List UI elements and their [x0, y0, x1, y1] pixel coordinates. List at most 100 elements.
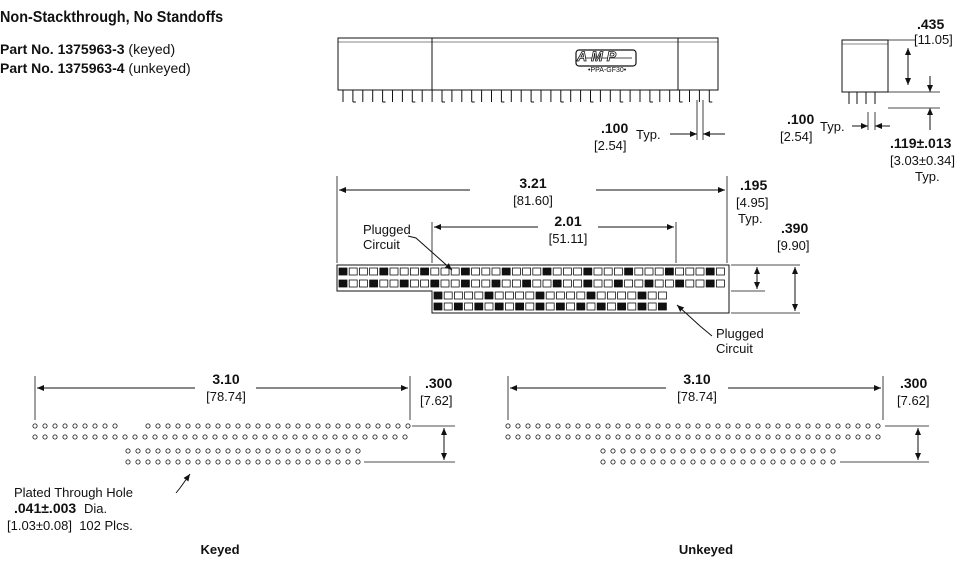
hole-count: 102 Plcs. [79, 518, 133, 533]
end-tail-tol: ±.013 [916, 135, 952, 151]
top-view-cell [685, 279, 695, 288]
pth-hole [635, 434, 641, 440]
pth-hole [815, 434, 821, 440]
top-view-cell [695, 279, 705, 288]
top-view-cell [535, 291, 545, 300]
pth-hole [735, 423, 741, 429]
end-pitch-mm: [2.54] [780, 129, 813, 144]
top-view-cell [593, 279, 603, 288]
pth-hole [760, 459, 766, 465]
pth-hole [165, 459, 171, 465]
pth-hole [820, 459, 826, 465]
hole-size: .041±.003 Dia. [14, 500, 107, 517]
top-row-mm: [4.95] [736, 195, 769, 210]
pth-hole [610, 448, 616, 454]
pth-hole [125, 459, 131, 465]
keyed-footprint [32, 376, 455, 494]
pth-hole [402, 434, 408, 440]
top-view-cell [501, 267, 511, 276]
pth-hole [32, 434, 38, 440]
top-view-cell [658, 302, 667, 311]
pth-hole [145, 423, 151, 429]
pth-hole [630, 459, 636, 465]
pth-hole [342, 434, 348, 440]
top-view-cell [348, 279, 358, 288]
pth-hole [235, 459, 241, 465]
pth-hole [750, 448, 756, 454]
pth-hole [255, 448, 261, 454]
pth-hole [665, 434, 671, 440]
pth-hole [192, 434, 198, 440]
top-view-cell [471, 267, 481, 276]
keyed-caption: Keyed [200, 542, 240, 557]
end-height-mm: [11.05] [914, 32, 953, 47]
top-view-cell [716, 279, 725, 288]
pth-hole [255, 423, 261, 429]
pth-hole [525, 434, 531, 440]
top-view-cell [494, 302, 504, 311]
top-view-cell [573, 267, 582, 276]
top-view-cell [637, 291, 647, 300]
pth-hole [355, 459, 361, 465]
pth-hole [615, 423, 621, 429]
pth-hole [830, 448, 836, 454]
pth-hole [275, 423, 281, 429]
pth-hole [52, 423, 58, 429]
pth-hole [202, 434, 208, 440]
pth-hole [215, 423, 221, 429]
pth-hole [595, 423, 601, 429]
hole-size-tol: ±.003 [41, 500, 77, 516]
hole-size-inch: .041 [14, 500, 42, 516]
top-view-cell [453, 291, 463, 300]
hole-size-mm: [1.03±0.08] [7, 518, 72, 533]
top-view-cell [515, 291, 524, 300]
pth-hole [315, 448, 321, 454]
top-view-cell [481, 279, 491, 288]
part-number-keyed: Part No. 1375963-3 (keyed) [0, 42, 175, 57]
pth-hole [135, 448, 141, 454]
pth-hole [545, 434, 551, 440]
top-row-typ: Typ. [738, 211, 763, 226]
pth-hole [265, 423, 271, 429]
top-view-cell [614, 267, 623, 276]
top-view-cell [675, 267, 684, 276]
end-tail-dim: .119±.013 [890, 136, 951, 151]
pth-hole [375, 423, 381, 429]
pth-hole [195, 423, 201, 429]
pth-hole [660, 448, 666, 454]
pth-hole [42, 423, 48, 429]
pth-hole [845, 434, 851, 440]
pth-hole [332, 434, 338, 440]
pth-hole [122, 434, 128, 440]
end-pitch-inch: .100 [787, 111, 815, 127]
top-view-cell [525, 291, 535, 300]
pth-hole [735, 434, 741, 440]
top-view-cell [484, 291, 494, 300]
pth-hole [185, 448, 191, 454]
pth-hole [745, 434, 751, 440]
pth-hole [205, 459, 211, 465]
pth-hole [555, 423, 561, 429]
top-view-cell [596, 302, 606, 311]
pth-hole [680, 459, 686, 465]
pth-hole [780, 459, 786, 465]
top-width-mm: [9.90] [777, 238, 810, 253]
pth-hole [245, 423, 251, 429]
top-view-cell [545, 302, 555, 311]
pth-hole [575, 423, 581, 429]
pth-hole [725, 434, 731, 440]
pth-hole [815, 423, 821, 429]
pth-hole [282, 434, 288, 440]
pth-hole [805, 423, 811, 429]
unkeyed-footprint [505, 376, 929, 465]
pth-hole [710, 459, 716, 465]
pth-hole [405, 423, 411, 429]
pth-hole [235, 423, 241, 429]
top-view-cell [552, 279, 562, 288]
page-title: Non-Stackthrough, No Standoffs [0, 9, 224, 26]
pth-hole [205, 448, 211, 454]
top-view-cell [647, 291, 657, 300]
pth-hole [595, 434, 601, 440]
pth-hole [102, 423, 108, 429]
top-view-cell [348, 267, 358, 276]
